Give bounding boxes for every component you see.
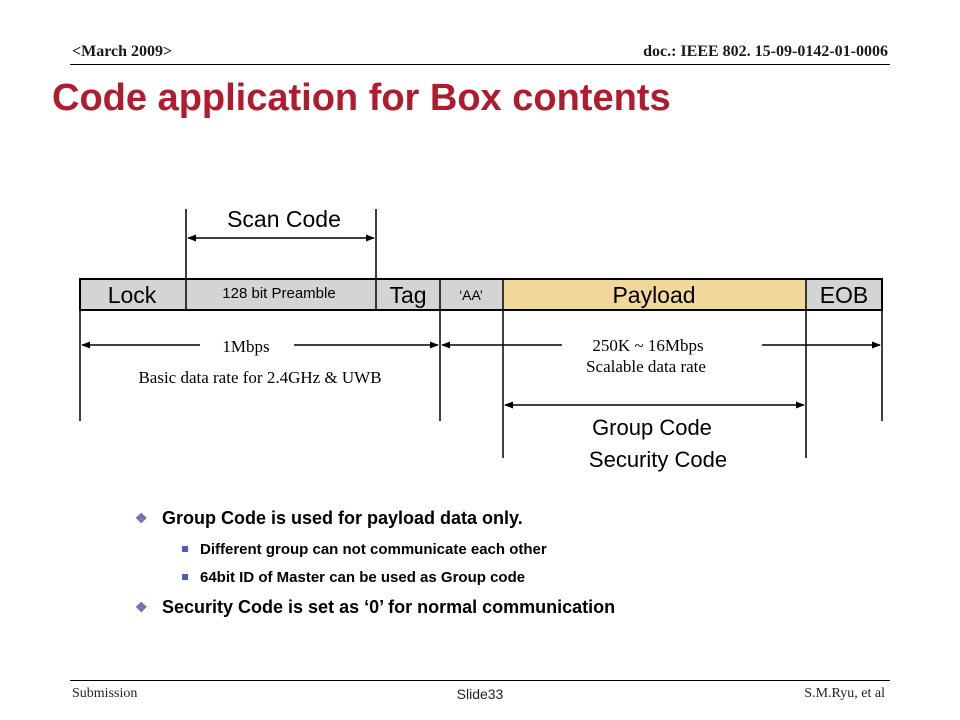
header-date: <March 2009> (72, 43, 173, 60)
slide-title: Code application for Box contents (52, 77, 671, 119)
scan-code-label: Scan Code (227, 206, 341, 232)
segment-preamble: 128 bit Preamble (222, 285, 335, 302)
group-code-label: Group Code (592, 415, 712, 440)
segment-tag: Tag (389, 282, 426, 308)
basic-rate-desc: Basic data rate for 2.4GHz & UWB (138, 368, 381, 387)
bullet-text: 64bit ID of Master can be used as Group … (200, 569, 526, 586)
footer-divider (70, 680, 890, 681)
segment-payload: Payload (612, 282, 695, 308)
basic-rate-label: 1Mbps (222, 337, 269, 356)
footer-submission: Submission (72, 686, 138, 701)
diamond-bullet-icon: ❖ (135, 510, 148, 526)
diamond-bullet-icon: ❖ (135, 599, 148, 615)
bullet-text: Security Code is set as ‘0’ for normal c… (162, 597, 616, 617)
segment-eob: EOB (820, 282, 869, 308)
segment-aa: ‘AA’ (459, 287, 483, 303)
scalable-rate-desc: Scalable data rate (586, 357, 706, 376)
bullet-text: Group Code is used for payload data only… (162, 508, 523, 528)
scalable-rate-label: 250K ~ 16Mbps (592, 336, 703, 355)
footer-slide-number: Slide33 (456, 686, 504, 702)
header-doc-id: doc.: IEEE 802. 15-09-0142-01-0006 (643, 43, 888, 60)
bullet-text: Different group can not communicate each… (200, 541, 547, 558)
security-code-label: Security Code (589, 447, 727, 472)
footer-author: S.M.Ryu, et al (804, 686, 885, 701)
square-bullet-icon (182, 574, 188, 580)
header-divider (70, 64, 890, 65)
segment-lock: Lock (108, 282, 157, 308)
frame-bar-outline (79, 278, 883, 311)
square-bullet-icon (182, 546, 188, 552)
payload-region (503, 280, 806, 309)
